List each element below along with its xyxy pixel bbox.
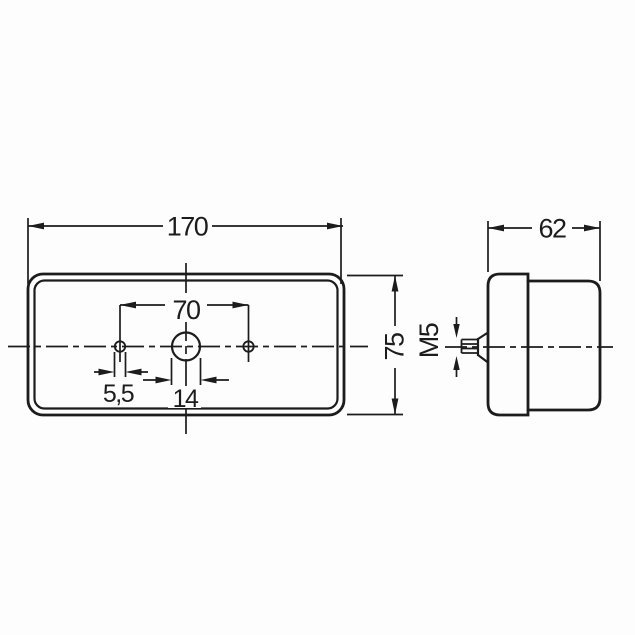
side-body-outline bbox=[526, 279, 602, 412]
dim-62-left-arrow-icon bbox=[488, 224, 504, 232]
dim-14-value: 14 bbox=[173, 385, 199, 413]
dim-170-left-arrow-icon bbox=[28, 222, 44, 230]
dim-75-bottom-arrow-icon bbox=[391, 398, 399, 415]
dim-m5-bottom-arrow-icon bbox=[453, 356, 460, 370]
stud-boss-outline bbox=[476, 331, 489, 364]
dim-70-text-mask bbox=[167, 294, 205, 322]
dim-m5-value: M5 bbox=[414, 323, 444, 358]
dimension-height-75: 75 bbox=[347, 274, 410, 416]
m5-stud bbox=[460, 331, 489, 364]
dim-62-value: 62 bbox=[538, 214, 566, 244]
center-hole bbox=[170, 331, 202, 362]
dim-5-5-right-arrow-icon bbox=[125, 368, 142, 376]
dim-70-value: 70 bbox=[172, 295, 200, 325]
dimension-width-170: 170 bbox=[27, 212, 343, 284]
dim-5-5-value: 5,5 bbox=[103, 380, 134, 408]
dim-170-extension-lines bbox=[27, 218, 342, 284]
dim-75-extension-lines bbox=[347, 274, 403, 416]
side-lens-outline bbox=[486, 272, 530, 417]
dimension-depth-62: 62 bbox=[487, 214, 601, 281]
dim-170-value: 170 bbox=[167, 212, 208, 242]
dim-70-right-arrow-icon bbox=[232, 301, 249, 309]
dim-170-right-arrow-icon bbox=[327, 222, 343, 230]
dim-5-5-extension-lines bbox=[113, 352, 127, 377]
dimension-hole-5-5: 5,5 bbox=[94, 352, 148, 408]
dimension-spacing-70: 70 bbox=[120, 294, 249, 325]
dim-62-right-arrow-icon bbox=[584, 224, 600, 232]
dim-70-left-arrow-icon bbox=[120, 301, 136, 309]
side-view: 62 M5 bbox=[414, 214, 613, 417]
front-view: 170 75 70 bbox=[8, 212, 410, 434]
dim-14-left-arrow-icon bbox=[155, 376, 172, 384]
dim-14-extension-lines bbox=[170, 358, 202, 385]
dimension-stud-m5: M5 bbox=[414, 317, 460, 377]
dim-m5-top-arrow-icon bbox=[453, 324, 460, 338]
dim-14-text-mask bbox=[168, 386, 201, 408]
dim-75-value: 75 bbox=[380, 333, 410, 361]
stud-thread-lines bbox=[460, 338, 478, 354]
dim-14-right-arrow-icon bbox=[200, 376, 217, 384]
dim-62-extension-lines bbox=[487, 221, 601, 281]
dimension-hole-14: 14 bbox=[143, 358, 229, 413]
dim-5-5-left-arrow-icon bbox=[98, 368, 115, 376]
dim-75-top-arrow-icon bbox=[391, 275, 399, 292]
